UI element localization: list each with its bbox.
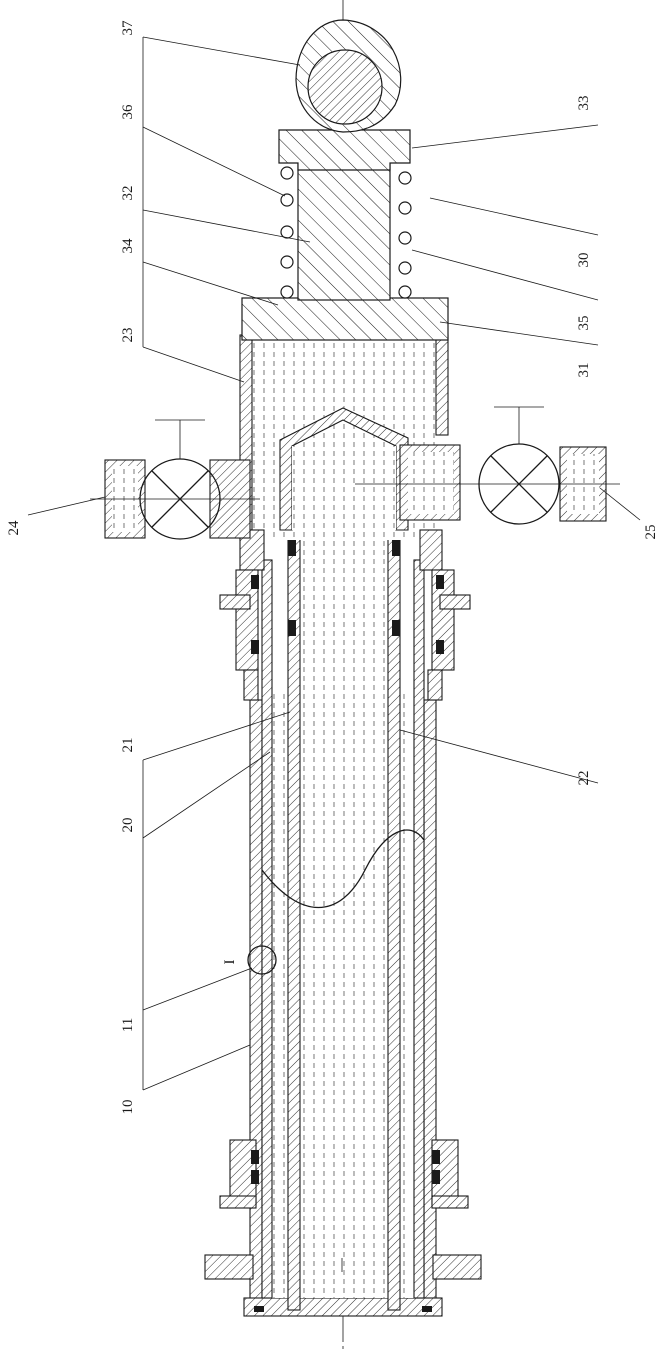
label-11: 11	[120, 1018, 136, 1032]
label-25: 25	[643, 525, 659, 540]
label-24: 24	[6, 520, 22, 536]
label-detail-I: I	[222, 960, 238, 965]
label-34: 34	[120, 238, 136, 254]
label-31: 31	[576, 363, 592, 378]
cam	[296, 20, 401, 132]
label-37: 37	[120, 20, 136, 36]
label-33: 33	[576, 96, 592, 111]
label-36: 36	[120, 104, 136, 120]
label-22: 22	[576, 771, 592, 786]
label-32: 32	[120, 186, 136, 201]
label-35: 35	[576, 316, 592, 331]
inner-tube	[288, 530, 400, 1310]
label-21: 21	[120, 738, 136, 753]
label-10: 10	[120, 1100, 136, 1115]
label-30: 30	[576, 253, 592, 268]
inlet-valve	[90, 420, 260, 539]
label-20: 20	[120, 818, 136, 833]
label-23: 23	[120, 328, 136, 343]
